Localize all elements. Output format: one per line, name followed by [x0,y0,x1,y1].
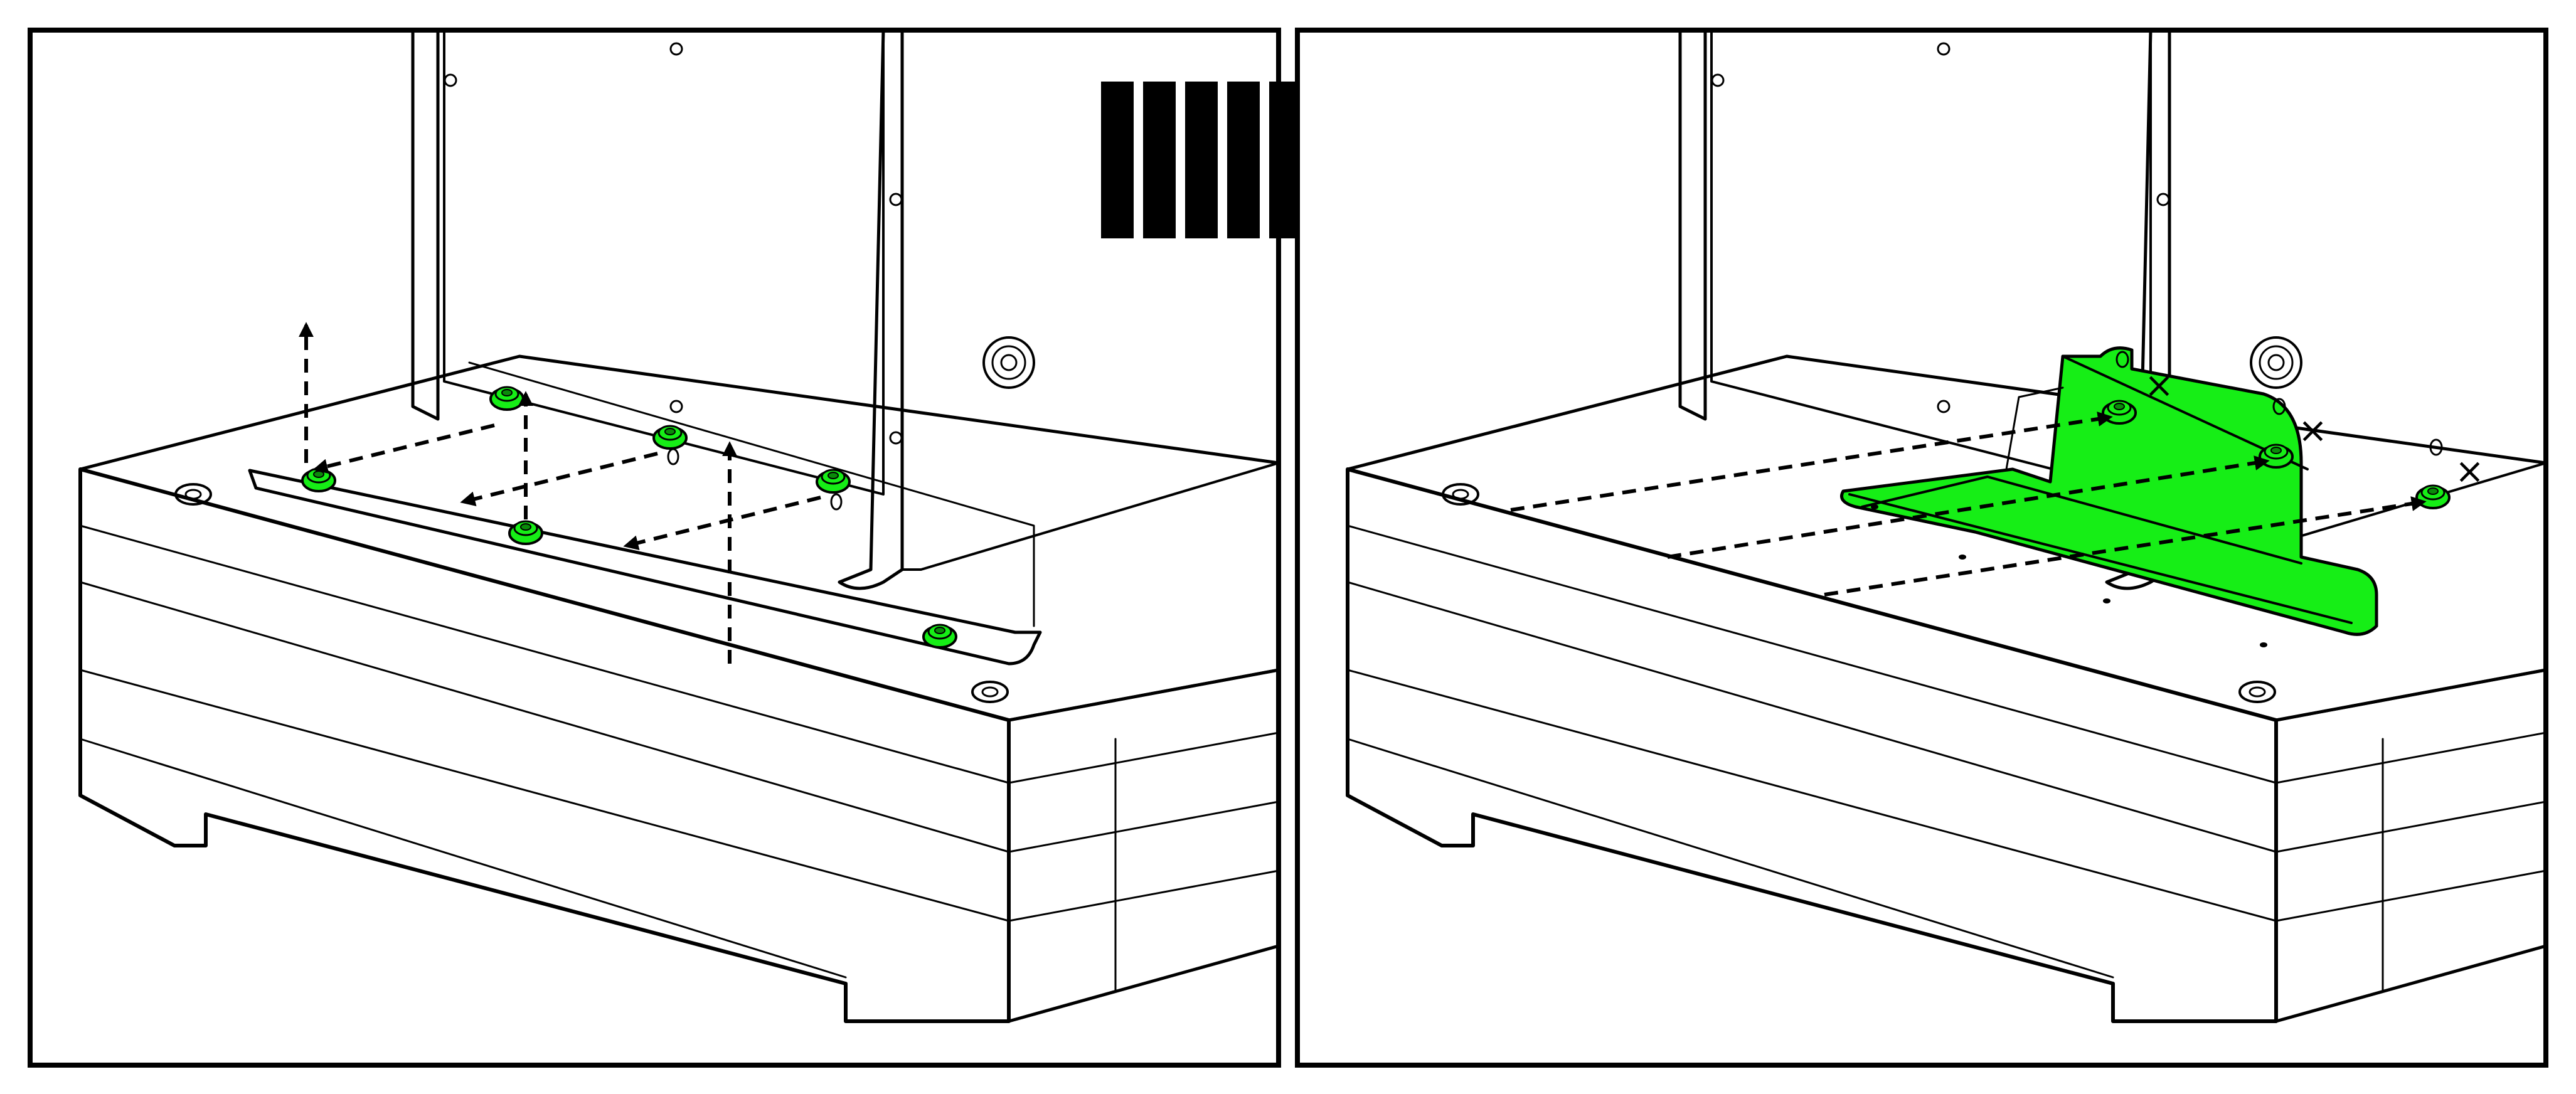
shipping-bracket [248,469,1042,666]
bolt-5 [652,425,688,450]
unused-hole-mark-2: × [2298,410,2328,451]
unused-hole-mark-3: × [2455,451,2484,492]
bracket-bolt-2 [2259,443,2294,469]
bolt-4 [489,386,524,411]
bracket-bolt-1 [2102,400,2137,425]
bracket-bolt-3 [2415,484,2451,509]
bolt-3 [922,624,957,649]
bolt-1 [301,467,336,492]
bolt-2 [508,520,543,545]
bolt-6 [816,469,851,494]
unused-hole-mark-1: × [2144,365,2174,406]
panel-after: × × × [1295,28,2548,1068]
panel-before [28,28,1281,1068]
